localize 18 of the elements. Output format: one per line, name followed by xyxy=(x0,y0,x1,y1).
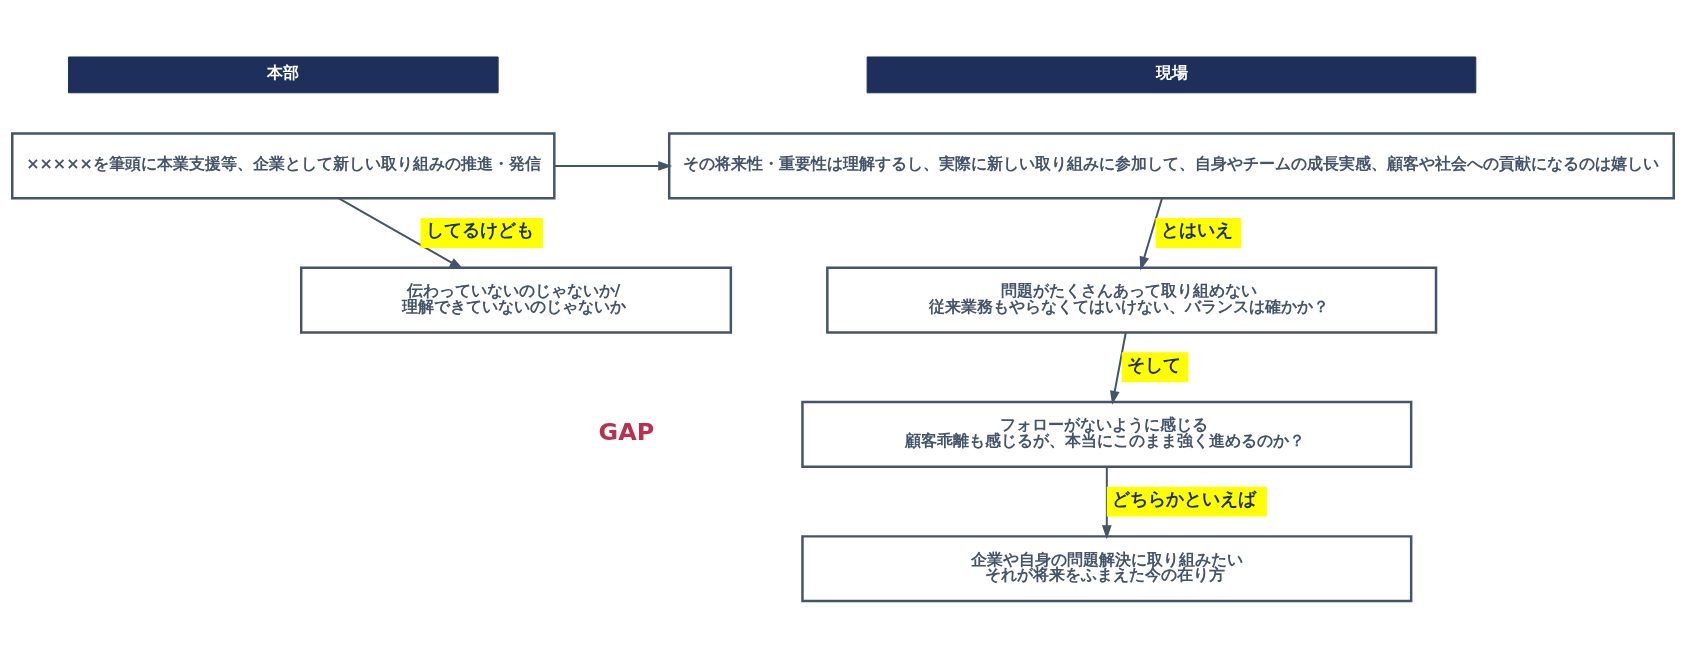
label: GAP xyxy=(598,417,655,446)
arrow xyxy=(553,161,673,171)
node-box: 企業や自身の問題解決に取り組みたい それが将来をふまえた今の在り方 xyxy=(801,535,1413,603)
node-box: 問題がたくさんあって取り組めない 従来業務もやらなくてはいけない、バランスは確かか？ xyxy=(826,266,1438,334)
node-box: 現場 xyxy=(866,56,1477,94)
node-box: 本部 xyxy=(67,56,499,94)
node-box: フォローがないように感じる 顧客乖離も感じるが、本当にこのまま強く進めるのか？ xyxy=(801,400,1413,468)
edge-label: してるけども xyxy=(426,219,535,241)
arrow xyxy=(1139,197,1164,271)
node-box: 伝わっていないのじゃないか/ 理解できていないのじゃないか xyxy=(299,266,733,334)
edge-label: とはいえ xyxy=(1160,219,1233,241)
arrow xyxy=(1101,465,1112,540)
arrow xyxy=(1109,331,1127,405)
node-box: ×××××を筆頭に本業支援等、企業として新しい取り組みの推進・発信 xyxy=(11,132,556,200)
edge-label: どちらかといえば xyxy=(1112,487,1257,509)
node-box: その将来性・重要性は理解するし、実際に新しい取り組みに参加して、自身やチームの成長実感、顧客や社会への貢献になるのは嬉しい xyxy=(667,132,1675,200)
arrow xyxy=(337,197,464,270)
edge-label: そして xyxy=(1127,353,1182,375)
